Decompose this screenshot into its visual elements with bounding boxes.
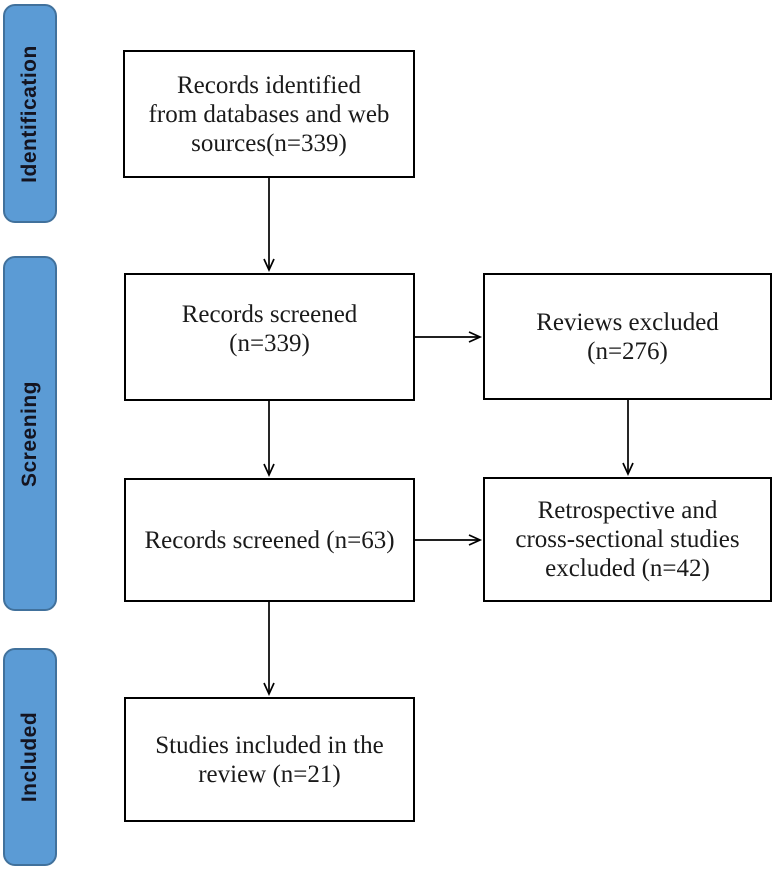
box-records-screened-339: Records screened (n=339) [124,273,415,401]
box-records-identified: Records identified from databases and we… [123,50,415,178]
box-records-screened-63: Records screened (n=63) [124,478,415,602]
box-reviews-excluded: Reviews excluded (n=276) [483,273,772,400]
box-records-screened-63-label: Records screened (n=63) [144,526,395,554]
box-studies-included-label: Studies included in the review (n=21) [155,731,384,788]
box-reviews-excluded-label: Reviews excluded (n=276) [536,308,719,365]
stage-bar-screening: Screening [3,256,57,611]
box-retrospective-excluded: Retrospective and cross-sectional studie… [483,477,772,602]
stage-label-included: Included [18,711,41,803]
box-studies-included: Studies included in the review (n=21) [124,697,415,822]
stage-label-screening: Screening [18,380,42,487]
stage-label-identification: Identification [18,44,42,183]
box-records-screened-339-label: Records screened (n=339) [181,301,358,357]
box-retrospective-excluded-label: Retrospective and cross-sectional studie… [515,497,740,582]
box-records-identified-label: Records identified from databases and we… [148,71,390,157]
stage-bar-identification: Identification [3,4,57,223]
stage-bar-included: Included [3,648,57,866]
